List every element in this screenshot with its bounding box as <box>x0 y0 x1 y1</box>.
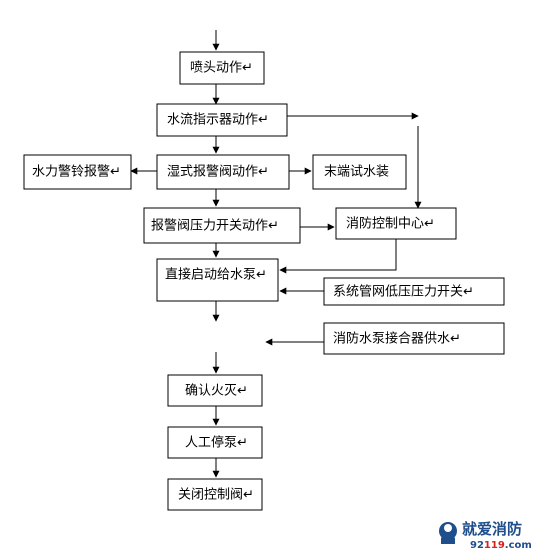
watermark-url: 92119.com <box>470 540 532 551</box>
node-confirm-fire-out-label: 确认火灭↵ <box>185 384 248 399</box>
node-water-motor-gong-label: 水力警铃报警↵ <box>32 164 121 180</box>
node-end-test-device-label: 末端试水装 <box>324 165 389 180</box>
watermark-brand: 就爱消防 <box>462 520 522 538</box>
node-pressure-switch: 报警阀压力开关动作↵ <box>143 207 301 244</box>
node-pressure-switch-label: 报警阀压力开关动作↵ <box>151 218 279 234</box>
node-low-pressure-switch-label: 系统管网低压压力开关↵ <box>333 285 474 300</box>
watermark-url-prefix: 92 <box>470 540 484 551</box>
node-wet-alarm-valve: 湿式报警阀动作↵ <box>156 154 290 190</box>
node-confirm-fire-out: 确认火灭↵ <box>167 374 263 407</box>
edge-center-to-pump <box>279 239 397 274</box>
node-end-test-device: 末端试水装 <box>312 154 407 190</box>
node-start-pump-label: 直接启动给水泵↵ <box>165 267 267 283</box>
node-water-motor-gong: 水力警铃报警↵ <box>23 154 132 190</box>
node-wet-alarm-valve-label: 湿式报警阀动作↵ <box>167 164 269 180</box>
firefighter-icon <box>439 522 457 544</box>
node-fire-control-center: 消防控制中心↵ <box>335 207 457 240</box>
watermark-url-suffix: .com <box>505 540 532 551</box>
node-close-valve: 关闭控制阀↵ <box>167 478 263 511</box>
node-nozzle: 喷头动作↵ <box>179 51 265 85</box>
connectors <box>130 30 422 478</box>
node-close-valve-label: 关闭控制阀↵ <box>178 488 254 503</box>
node-pump-adapter: 消防水泵接合器供水↵ <box>323 322 505 355</box>
node-nozzle-label: 喷头动作↵ <box>190 61 253 76</box>
node-manual-stop-pump: 人工停泵↵ <box>167 426 263 459</box>
node-pump-adapter-label: 消防水泵接合器供水↵ <box>333 331 461 347</box>
node-fire-control-center-label: 消防控制中心↵ <box>346 216 435 232</box>
node-low-pressure-switch: 系统管网低压压力开关↵ <box>323 277 505 306</box>
node-start-pump: 直接启动给水泵↵ <box>156 258 279 302</box>
node-flow-indicator-label: 水流指示器动作↵ <box>167 113 269 128</box>
node-flow-indicator: 水流指示器动作↵ <box>156 103 288 137</box>
site-logo-watermark: 就爱消防 92119.com <box>439 520 532 551</box>
watermark-url-highlight: 119 <box>484 540 505 551</box>
node-manual-stop-pump-label: 人工停泵↵ <box>185 435 248 451</box>
